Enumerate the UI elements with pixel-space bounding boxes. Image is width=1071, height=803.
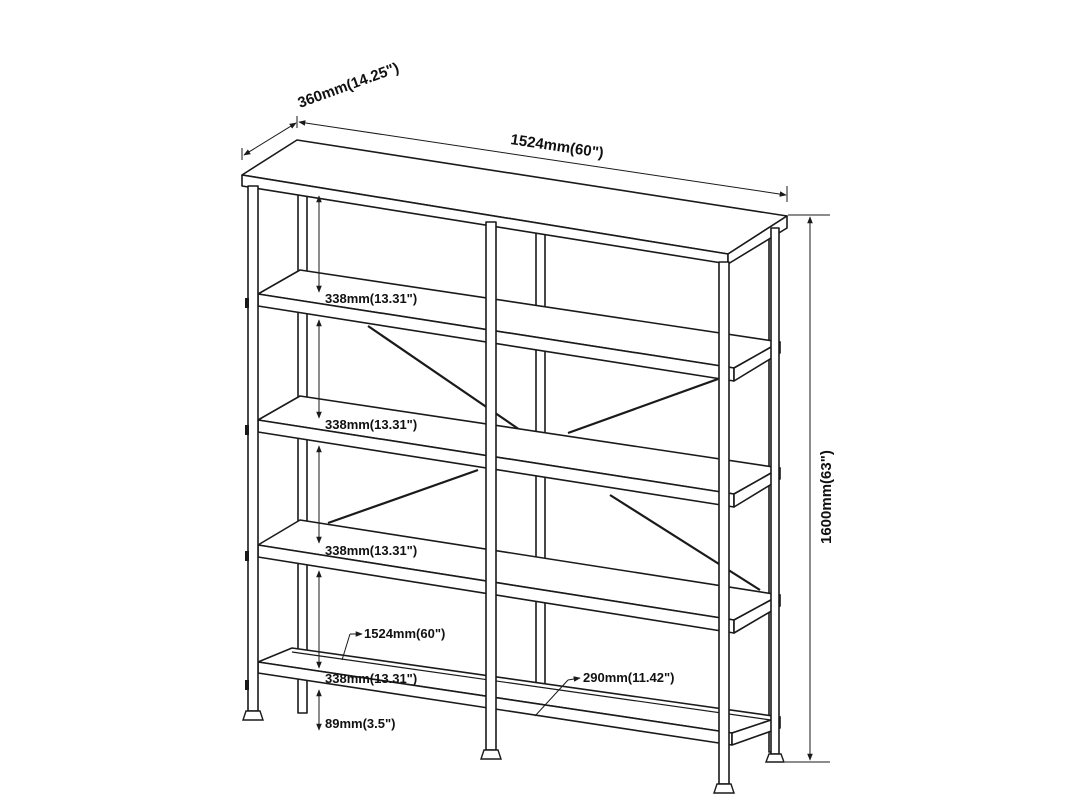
shelf-gap-2-label: 338mm(13.31") xyxy=(325,417,417,432)
side-brackets xyxy=(245,298,249,690)
dimension-lines xyxy=(241,116,830,763)
depth-label: 360mm(14.25") xyxy=(296,59,402,111)
shelf-gap-4-label: 338mm(13.31") xyxy=(325,671,417,686)
shelf-gap-3-label: 338mm(13.31") xyxy=(325,543,417,558)
shelf-1 xyxy=(257,269,781,382)
height-label: 1600mm(63") xyxy=(818,450,835,544)
bottom-depth-label: 290mm(11.42") xyxy=(583,670,674,685)
post-feet xyxy=(242,710,786,794)
bottom-width-label: 1524mm(60") xyxy=(364,626,445,641)
floor-clearance-label: 89mm(3.5") xyxy=(325,716,395,731)
shelf-gap-1-label: 338mm(13.31") xyxy=(325,291,417,306)
shelf-3 xyxy=(257,519,781,634)
top-width-label: 1524mm(60") xyxy=(509,131,604,162)
top-board xyxy=(241,139,788,265)
shelf-2 xyxy=(257,395,781,508)
